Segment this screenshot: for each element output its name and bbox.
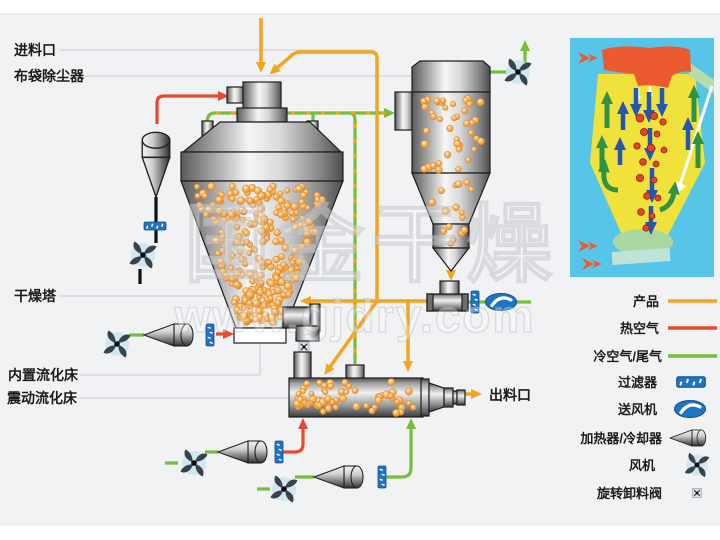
fan-mid-left [103, 330, 131, 358]
bed-particles [293, 378, 417, 417]
rotary-valve-bag-filter [426, 280, 469, 312]
svg-text:www.gjdry.com: www.gjdry.com [174, 290, 536, 342]
bed-reducer [428, 382, 445, 413]
filter-top-left [143, 221, 167, 231]
bed-right-flange [420, 378, 430, 417]
label-feed-inlet: 进料口 [14, 42, 56, 58]
label-internal-fluid-bed: 内置流化床 [8, 367, 79, 383]
fan-top-left [129, 241, 157, 269]
watermark: 国金干燥 www.gjdry.com [173, 196, 560, 342]
legend-label-blower: 送风机 [617, 402, 657, 417]
tower-ring [180, 151, 344, 182]
label-discharge-outlet: 出料口 [489, 387, 531, 403]
tower-head-cylinder [242, 81, 282, 110]
inset-green-band [686, 60, 714, 94]
filter-bottom-a [274, 440, 284, 464]
tower-head-inlet-box [226, 86, 245, 104]
bag-filter-cone-particles [428, 178, 475, 247]
text-labels: 进料口 布袋除尘器 干燥塔 内置流化床 震动流化床 出料口 [6, 42, 531, 406]
fan-bottom-a [180, 449, 208, 477]
legend-label-cold-air: 冷空气/尾气 [593, 349, 662, 364]
inset-hot-air-blob [602, 46, 691, 88]
filter-bottom-b [377, 465, 387, 489]
rotary-valve-icon-tower [298, 341, 310, 353]
bag-filter-inlet-box [394, 91, 415, 131]
legend [668, 299, 717, 499]
label-drying-tower: 干燥塔 [14, 288, 57, 304]
legend-fan-icon [684, 452, 710, 478]
label-bag-filter: 布袋除尘器 [14, 68, 85, 84]
legend-valve-icon [691, 487, 703, 499]
legend-label-hot-air: 热空气 [620, 321, 659, 336]
legend-filter-icon [676, 376, 706, 388]
bag-filter-cap [411, 60, 491, 93]
legend-label-product: 产品 [633, 294, 659, 309]
bag-filter-tip [431, 247, 471, 272]
svg-text:国金干燥: 国金干燥 [184, 197, 560, 293]
legend-label-heater: 加热器/冷却器 [579, 431, 663, 446]
bed-center-pipe [345, 364, 365, 380]
legend-blower-icon [672, 398, 708, 420]
tower-head-flange [236, 107, 288, 123]
tower-bottom-box [233, 327, 287, 344]
fan-bottom-b [270, 475, 298, 503]
legend-label-rotary-valve: 旋转卸料阀 [596, 486, 662, 501]
tower-particles [194, 182, 326, 326]
bag-filter-particles [420, 95, 485, 174]
tower-outlet-elbow [282, 303, 321, 342]
legend-labels: 产品 热空气 冷空气/尾气 过滤器 送风机 加热器/冷却器 风机 旋转卸料阀 [579, 294, 663, 501]
fan-exhaust [504, 58, 532, 86]
label-vibrating-fluid-bed: 震动流化床 [6, 390, 78, 406]
legend-label-fan: 风机 [629, 458, 655, 473]
bed-left-pipe [293, 351, 312, 380]
legend-label-filter: 过滤器 [618, 375, 658, 390]
inset-principle-diagram [570, 38, 714, 277]
